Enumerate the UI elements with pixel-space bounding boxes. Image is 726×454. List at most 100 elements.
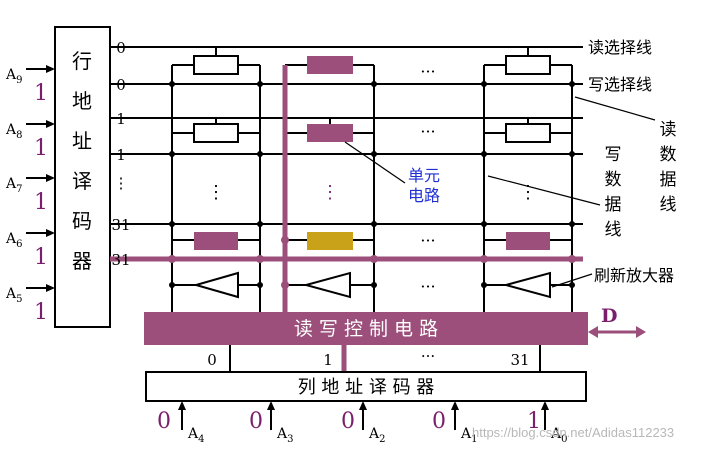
purple-row-dots xyxy=(168,255,576,263)
svg-text:数: 数 xyxy=(660,145,677,165)
rw-control-circuit-label: 读 写 控 制 电 路 xyxy=(294,318,438,340)
watermark-text: https://blog.csdn.net/Adidas112233 xyxy=(472,425,674,440)
svg-text:电路: 电路 xyxy=(408,186,440,205)
read-data-line-label: 读 数 据 线 xyxy=(660,120,677,215)
svg-text:A3: A3 xyxy=(276,426,294,445)
refresh-amplifier-label: 刷新放大器 xyxy=(594,266,674,285)
ellipsis-h: ··· xyxy=(420,62,435,81)
row-input-a7: A7 1 xyxy=(5,174,55,215)
cell-c31-r1 xyxy=(505,123,551,143)
rw-control-circuit-bar xyxy=(144,312,588,345)
write-select-line-label: 写选择线 xyxy=(588,75,652,94)
svg-text:0: 0 xyxy=(432,409,446,434)
svg-text:⋮: ⋮ xyxy=(114,174,129,192)
svg-text:A4: A4 xyxy=(187,426,205,445)
column-31 xyxy=(483,47,573,312)
cell-c1-r0 xyxy=(307,56,353,74)
junction-dot xyxy=(281,236,289,244)
row-lines xyxy=(140,46,583,225)
svg-text:A2: A2 xyxy=(368,426,386,445)
svg-text:1: 1 xyxy=(34,300,48,325)
refresh-amp-c31 xyxy=(502,271,551,299)
ellipsis-h: ··· xyxy=(420,231,435,250)
cell-c1-r1 xyxy=(307,124,353,142)
row-input-a9: A9 1 xyxy=(5,65,55,106)
svg-text:0: 0 xyxy=(157,409,171,434)
svg-text:行: 行 xyxy=(72,49,92,73)
col-input-a2: 0 A2 xyxy=(341,401,386,445)
svg-text:码: 码 xyxy=(72,209,92,233)
ellipsis-v: ⋮ xyxy=(321,182,339,203)
ellipsis-v: ⋮ xyxy=(207,182,225,203)
svg-text:A7: A7 xyxy=(5,176,23,195)
svg-text:···: ··· xyxy=(421,347,435,365)
column-output-numbers: 0 1 ··· 31 xyxy=(207,347,529,369)
svg-text:线: 线 xyxy=(605,220,622,240)
cell-c31-r0 xyxy=(505,55,551,75)
cell-circuit-label: 单元 电路 xyxy=(408,166,440,205)
svg-text:0: 0 xyxy=(116,39,126,57)
svg-text:A9: A9 xyxy=(5,67,23,86)
svg-text:器: 器 xyxy=(72,249,92,273)
svg-text:址: 址 xyxy=(72,129,92,153)
junction-dot xyxy=(281,281,289,289)
cell-c0-r1 xyxy=(193,123,239,143)
write-data-line-label: 写 数 据 线 xyxy=(605,145,622,240)
junction-dots xyxy=(169,81,575,288)
svg-text:1: 1 xyxy=(527,409,541,434)
column-decoder-outputs xyxy=(229,345,541,372)
row-input-a6: A6 1 xyxy=(5,229,55,270)
svg-text:0: 0 xyxy=(116,76,126,94)
svg-text:1: 1 xyxy=(323,351,333,369)
cell-c0-r0 xyxy=(193,55,239,75)
svg-text:A5: A5 xyxy=(5,286,23,305)
row-decoder-label: 行 地 址 译 码 器 xyxy=(72,49,92,273)
refresh-amp-c0 xyxy=(192,271,239,299)
row-decoder-box xyxy=(54,26,111,328)
svg-text:1: 1 xyxy=(116,146,126,164)
column-decoder-box xyxy=(145,371,587,402)
row-decoder-inputs: A9 1 A8 1 A7 1 A6 1 A5 1 xyxy=(5,65,55,325)
svg-text:据: 据 xyxy=(660,170,677,190)
pointer-lines xyxy=(344,96,656,288)
svg-text:地: 地 xyxy=(72,89,92,113)
row-numbers: 0 0 1 1 ⋮ 31 31 xyxy=(111,39,130,269)
svg-text:A1: A1 xyxy=(460,426,478,445)
svg-text:A8: A8 xyxy=(5,122,23,141)
svg-text:单元: 单元 xyxy=(408,166,440,185)
svg-text:写: 写 xyxy=(605,145,622,165)
ellipsis-h: ··· xyxy=(420,277,435,296)
column-decoder-label: 列 地 址 译 码 器 xyxy=(298,377,435,398)
svg-text:A0: A0 xyxy=(550,426,568,445)
ellipsis-h: ··· xyxy=(420,122,435,141)
column-0 xyxy=(171,47,261,312)
cell-c0-r31 xyxy=(194,232,238,250)
svg-text:0: 0 xyxy=(249,409,263,434)
svg-text:据: 据 xyxy=(605,195,622,215)
svg-text:1: 1 xyxy=(34,136,48,161)
row-input-a5: A5 1 xyxy=(5,284,55,325)
read-select-line-label: 读选择线 xyxy=(588,38,652,57)
column-decoder-inputs: 0 A4 0 A3 0 A2 0 A1 1 A0 xyxy=(157,401,568,445)
svg-text:31: 31 xyxy=(510,351,529,369)
data-io-arrow xyxy=(588,326,646,338)
col-input-a1: 0 A1 xyxy=(432,401,478,445)
row-input-a8: A8 1 xyxy=(5,120,55,161)
col-input-a4: 0 A4 xyxy=(157,401,205,445)
svg-text:1: 1 xyxy=(34,190,48,215)
svg-text:31: 31 xyxy=(111,216,130,234)
col-input-a3: 0 A3 xyxy=(249,401,294,445)
svg-text:31: 31 xyxy=(111,251,130,269)
data-io-label: D xyxy=(601,305,617,327)
svg-text:译: 译 xyxy=(72,169,92,193)
svg-text:A6: A6 xyxy=(5,231,23,250)
svg-text:1: 1 xyxy=(34,81,48,106)
refresh-amp-c1 xyxy=(302,271,351,299)
cell-c1-r31-selected xyxy=(307,232,353,250)
svg-text:数: 数 xyxy=(605,170,622,190)
svg-text:0: 0 xyxy=(341,409,355,434)
svg-text:1: 1 xyxy=(34,245,48,270)
col-input-a0: 1 A0 xyxy=(527,401,568,445)
